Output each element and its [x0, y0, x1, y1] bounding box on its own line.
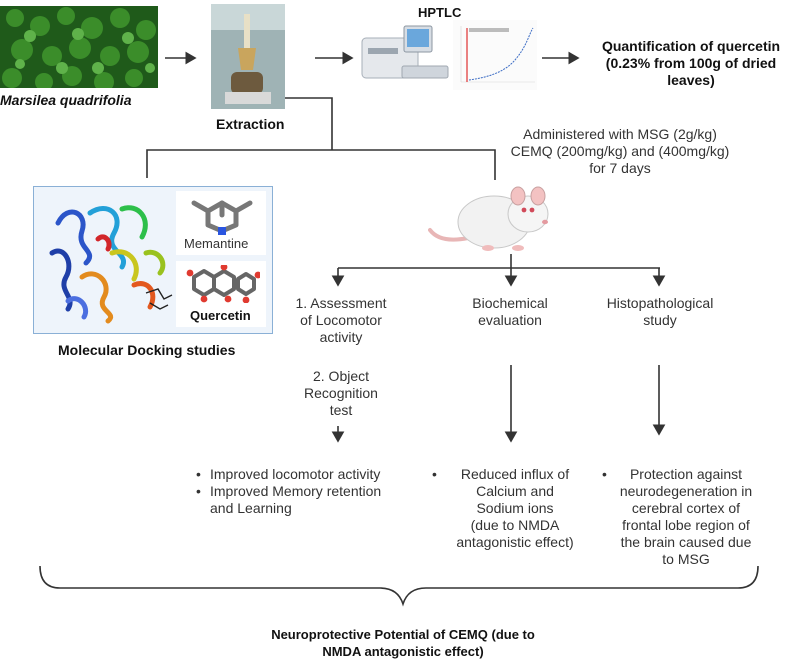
- conclusion-line-1: Neuroprotective Potential of CEMQ (due t…: [271, 627, 535, 642]
- extraction-image: [211, 4, 285, 109]
- branch-locomotor-line-1: 1. Assessment: [295, 295, 387, 311]
- protein-structure-image: [38, 193, 178, 327]
- split-line: [146, 149, 496, 180]
- quantification-text: Quantification of quercetin (0.23% from …: [585, 38, 796, 89]
- memantine-label: Memantine: [184, 236, 249, 251]
- branch-locomotor: 1. Assessment of Locomotor activity: [290, 295, 392, 346]
- branch-object-line-2: Recognition: [304, 385, 378, 401]
- branch-object-recognition: 2. Object Recognition test: [290, 368, 392, 419]
- dosing-line-2: CEMQ (200mg/kg) and (400mg/kg): [510, 143, 730, 159]
- branch-object-line-1: 2. Object: [312, 368, 370, 384]
- outcome-histo-line-1: Protection against: [629, 466, 743, 482]
- quantification-line-2: (0.23% from 100g of dried: [605, 55, 777, 71]
- outcome-biochemical: • Reduced influx of Calcium and Sodium i…: [430, 466, 600, 551]
- hptlc-caption: HPTLC: [418, 5, 462, 20]
- conclusion-line-2: NMDA antagonistic effect): [322, 644, 484, 659]
- extraction-caption: Extraction: [216, 116, 285, 132]
- quercetin-structure-icon: [186, 265, 260, 303]
- outcome-biochem-line-5: antagonistic effect): [456, 534, 574, 550]
- branch-histo-line-1: Histopathological: [606, 295, 714, 311]
- memantine-card: Memantine: [176, 191, 266, 255]
- outcome-behavior: Improved locomotor activity Improved Mem…: [196, 466, 422, 517]
- outcome-biochem-line-2: Calcium and: [476, 483, 554, 499]
- quercetin-label: Quercetin: [190, 308, 251, 323]
- branch-histopathological: Histopathological study: [582, 295, 738, 329]
- docking-caption: Molecular Docking studies: [58, 342, 236, 358]
- branch-locomotor-line-2: of Locomotor: [300, 312, 382, 328]
- hptlc-instrument-image: [360, 24, 452, 84]
- dosing-text: Administered with MSG (2g/kg) CEMQ (200m…: [496, 126, 744, 177]
- quercetin-card: Quercetin: [176, 261, 266, 327]
- dosing-line-3: for 7 days: [589, 160, 651, 176]
- extraction-branch-line: [282, 97, 333, 150]
- quantification-line-3: leaves): [667, 72, 715, 88]
- outcome-histo-line-2: neurodegeneration in: [619, 483, 753, 499]
- rat-image: [428, 180, 558, 256]
- outcome-behavior-item: Improved locomotor activity: [196, 466, 422, 483]
- plant-caption: Marsilea quadrifolia: [0, 92, 132, 108]
- branch-histo-line-2: study: [643, 312, 677, 328]
- hptlc-chromatogram: [453, 20, 537, 90]
- outcome-biochem-line-4: (due to NMDA: [470, 517, 560, 533]
- plant-image: [0, 6, 158, 92]
- quantification-line-1: Quantification of quercetin: [601, 38, 781, 54]
- branch-object-line-3: test: [329, 402, 353, 418]
- branch-locomotor-line-3: activity: [319, 329, 363, 345]
- outcome-histo-line-5: the brain caused due: [620, 534, 752, 550]
- outcome-histo-line-4: frontal lobe region of: [622, 517, 750, 533]
- dosing-line-1: Administered with MSG (2g/kg): [523, 126, 717, 142]
- branch-biochem-line-2: evaluation: [478, 312, 542, 328]
- outcome-biochem-line-1: Reduced influx of: [460, 466, 570, 482]
- docking-panel: Memantine Quercetin: [33, 186, 273, 334]
- conclusion-text: Neuroprotective Potential of CEMQ (due t…: [218, 626, 588, 660]
- summary-brace: [39, 565, 759, 607]
- branch-biochem-line-1: Biochemical: [472, 295, 548, 311]
- outcome-histo-line-3: cerebral cortex of: [631, 500, 741, 516]
- outcome-histopathological: • Protection against neurodegeneration i…: [596, 466, 776, 568]
- outcome-biochem-line-3: Sodium ions: [476, 500, 554, 516]
- branch-biochemical: Biochemical evaluation: [440, 295, 580, 329]
- outcome-histo-line-6: to MSG: [662, 551, 710, 567]
- memantine-structure-icon: [191, 200, 253, 235]
